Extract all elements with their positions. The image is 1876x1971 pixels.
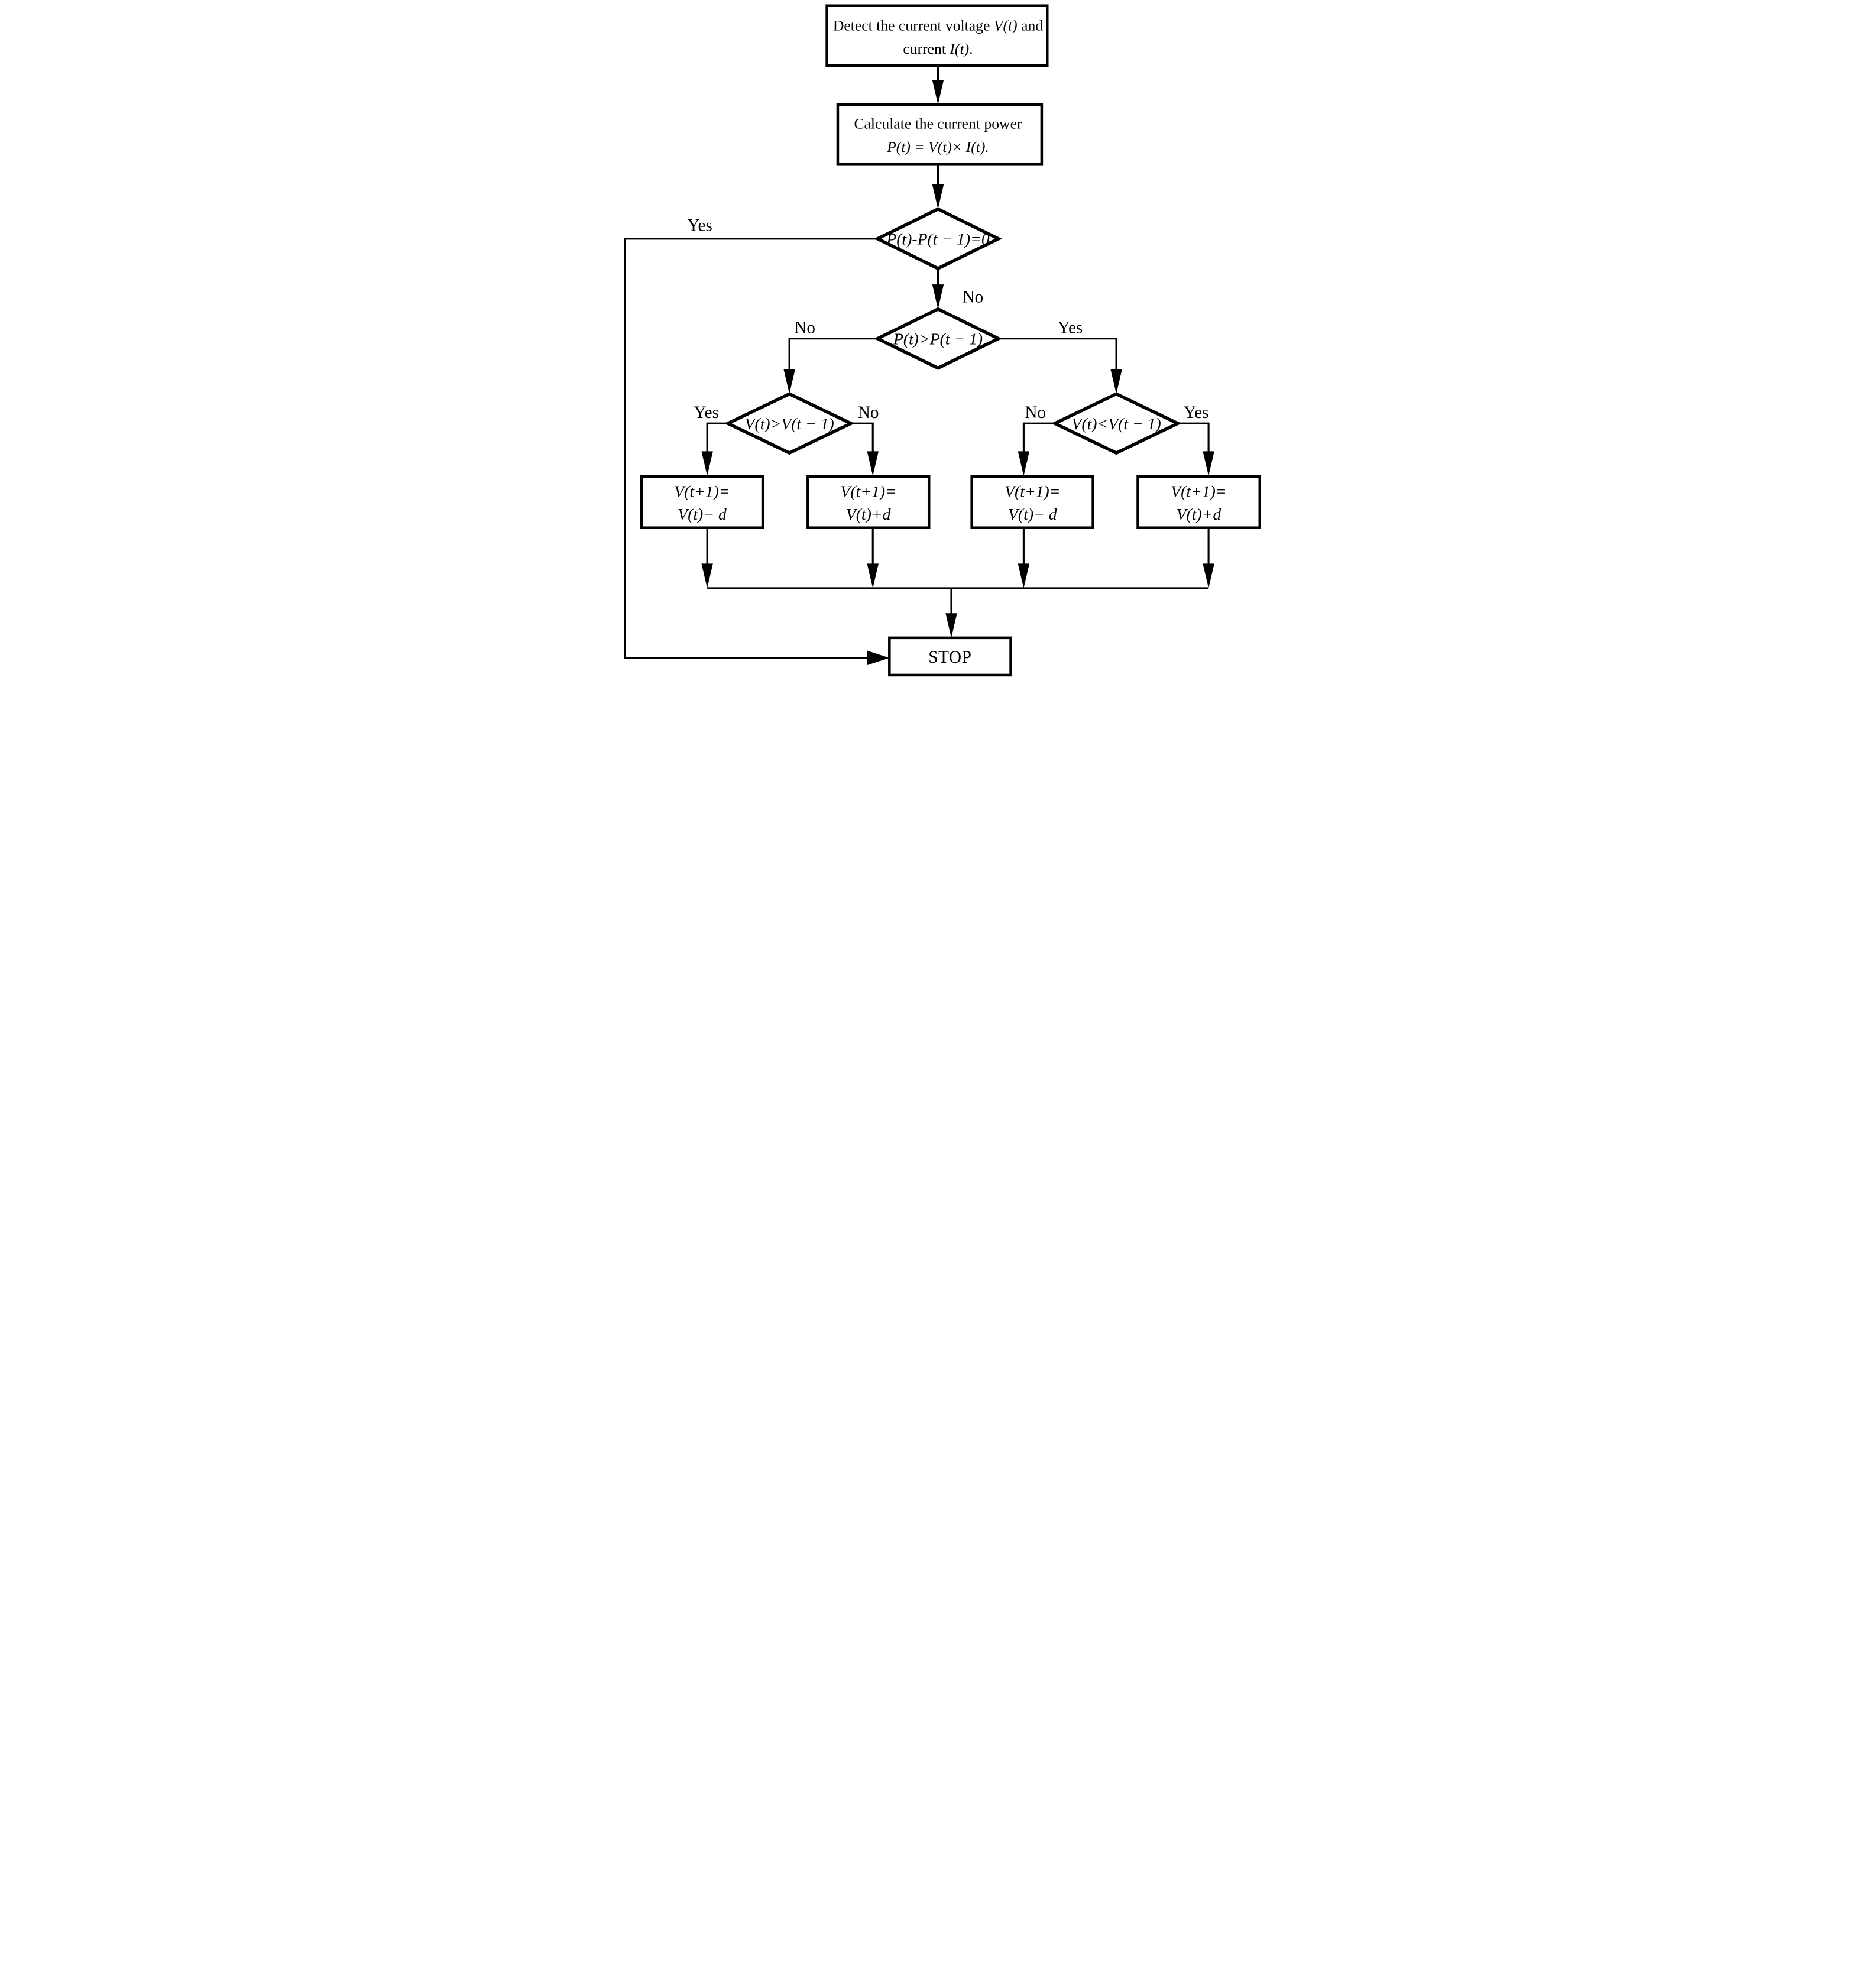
- flowchart-canvas: Detect the current voltage V(t) and curr…: [613, 0, 1263, 683]
- edge-voltage-greater-no-to-action2: [850, 422, 874, 453]
- action-v-minus-d-left-line2: V(t)− d: [678, 505, 727, 523]
- action-v-plus-d-right: V(t+1)= V(t)+d: [1136, 475, 1261, 529]
- edge-voltage-less-no-to-action3: [1022, 422, 1055, 453]
- decision-voltage-greater-text: V(t)>V(t − 1): [744, 414, 834, 433]
- edge-voltage-greater-yes-to-action1: [706, 422, 728, 453]
- node-stop: STOP: [887, 636, 1012, 677]
- edge-power-zero-yes-to-stop: [624, 238, 877, 659]
- arrowhead-down-icon: [932, 284, 944, 309]
- action-v-plus-d-right-box: [1136, 475, 1261, 529]
- arrowhead-down-icon: [701, 563, 713, 588]
- branch-labels: Yes No No Yes Yes No No Yes: [687, 216, 1208, 422]
- arrowhead-down-icon: [932, 184, 944, 209]
- label-voltage-less-no: No: [1025, 403, 1046, 422]
- arrowhead-down-icon: [1202, 563, 1214, 588]
- edge-voltage-less-yes-to-action4: [1177, 422, 1210, 453]
- action-v-minus-d-right-line1: V(t+1)=: [1005, 482, 1060, 500]
- decision-voltage-less: V(t)<V(t − 1): [1051, 392, 1181, 455]
- action-v-plus-d-right-line2: V(t)+d: [1176, 505, 1221, 523]
- node-stop-label: STOP: [928, 648, 971, 667]
- action-v-plus-d-left-line1: V(t+1)=: [840, 482, 896, 500]
- action-v-plus-d-right-line1: V(t+1)=: [1171, 482, 1226, 500]
- decision-voltage-greater: V(t)>V(t − 1): [724, 392, 855, 455]
- decision-voltage-less-text: V(t)<V(t − 1): [1071, 414, 1161, 433]
- label-power-zero-no: No: [962, 287, 983, 306]
- action-v-minus-d-right-line2: V(t)− d: [1008, 505, 1057, 523]
- arrowhead-down-icon: [932, 80, 944, 105]
- label-voltage-greater-yes: Yes: [694, 403, 718, 422]
- edges: [624, 65, 1214, 666]
- arrowhead-down-icon: [783, 369, 795, 394]
- decision-voltage-less-diamond: [1051, 392, 1181, 455]
- edge-power-greater-no-to-voltage-greater: [788, 338, 877, 372]
- decision-power-delta-zero: P(t)-P(t − 1)=0: [873, 207, 1002, 271]
- action-v-minus-d-right: V(t+1)= V(t)− d: [970, 475, 1094, 529]
- action-v-minus-d-left-line1: V(t+1)=: [674, 482, 730, 500]
- action-v-minus-d-left: V(t+1)= V(t)− d: [640, 475, 764, 529]
- flowchart-figure: Detect the current voltage V(t) and curr…: [613, 0, 1263, 683]
- action-v-plus-d-left-line2: V(t)+d: [845, 505, 890, 523]
- decision-power-greater-text: P(t)>P(t − 1): [892, 329, 982, 348]
- node-calculate: Calculate the current power P(t) = V(t)×…: [836, 103, 1043, 166]
- action-v-minus-d-right-box: [970, 475, 1094, 529]
- edge-power-greater-yes-to-voltage-less: [998, 338, 1117, 372]
- action-v-plus-d-left: V(t+1)= V(t)+d: [806, 475, 930, 529]
- action-v-minus-d-left-box: [640, 475, 764, 529]
- arrowhead-down-icon: [867, 451, 879, 476]
- arrowhead-down-icon: [1202, 451, 1214, 476]
- decision-power-delta-zero-text: P(t)-P(t − 1)=0: [886, 230, 990, 248]
- node-detect-line2: current I(t).: [903, 40, 973, 57]
- label-voltage-less-yes: Yes: [1184, 403, 1208, 422]
- arrowhead-down-icon: [1018, 563, 1029, 588]
- label-power-greater-yes: Yes: [1057, 318, 1082, 337]
- node-detect-box: [825, 4, 1049, 67]
- node-calculate-line1: Calculate the current power: [854, 115, 1022, 132]
- label-voltage-greater-no: No: [857, 403, 879, 422]
- label-power-zero-yes: Yes: [687, 216, 712, 235]
- arrowhead-down-icon: [867, 563, 879, 588]
- decision-power-greater: P(t)>P(t − 1): [873, 307, 1002, 370]
- node-detect-line1: Detect the current voltage V(t) and: [832, 17, 1042, 34]
- arrowhead-down-icon: [1110, 369, 1122, 394]
- node-detect: Detect the current voltage V(t) and curr…: [825, 4, 1049, 67]
- decision-voltage-greater-diamond: [724, 392, 855, 455]
- label-power-greater-no: No: [794, 318, 815, 337]
- arrowhead-right-icon: [866, 650, 889, 666]
- decision-power-delta-zero-diamond: [873, 207, 1002, 271]
- arrowhead-down-icon: [701, 451, 713, 476]
- node-calculate-line2: P(t) = V(t)× I(t).: [886, 138, 989, 155]
- node-stop-box: [887, 636, 1012, 677]
- decision-power-greater-diamond: [873, 307, 1002, 370]
- node-calculate-box: [836, 103, 1043, 166]
- action-v-plus-d-left-box: [806, 475, 930, 529]
- arrowhead-down-icon: [1018, 451, 1029, 476]
- arrowhead-down-icon: [945, 613, 957, 638]
